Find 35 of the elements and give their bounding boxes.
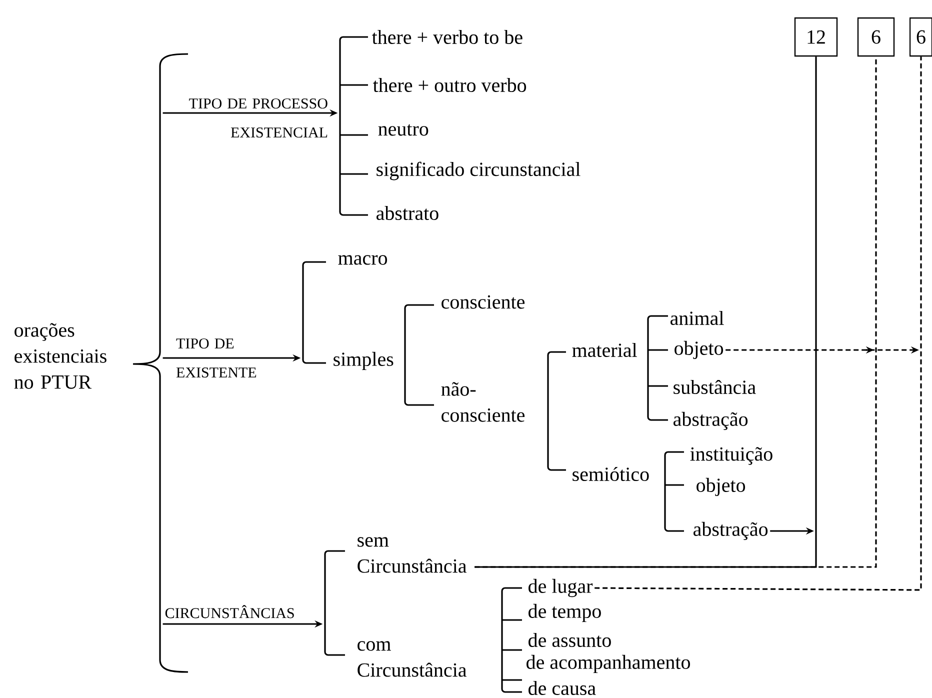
- category-label: objeto: [696, 478, 746, 496]
- bracket: [302, 261, 326, 364]
- category-label: simples: [334, 352, 394, 370]
- category-label: there + verbo to be: [372, 30, 522, 44]
- category-label: instituição: [690, 447, 772, 465]
- bracket: [324, 550, 345, 656]
- category-label: macro: [338, 255, 388, 265]
- category-label: abstração: [694, 522, 768, 540]
- category-label: significado circunstancial: [376, 162, 580, 180]
- category-label: animal: [670, 310, 724, 326]
- category-label: neutro: [378, 124, 428, 136]
- category-label: there + outro verbo: [373, 78, 526, 92]
- category-label: abstração: [674, 412, 748, 430]
- category-label: abstrato: [376, 206, 438, 220]
- root-label: orações existenciais no PTUR: [14, 323, 106, 389]
- category-label: não-consciente: [441, 382, 525, 422]
- category-label: de causa: [528, 680, 596, 696]
- number-box: 6: [909, 17, 932, 57]
- category-label: de assunto: [528, 632, 611, 648]
- category-label: de lugar: [528, 578, 593, 598]
- category-label: material: [572, 342, 637, 358]
- category-label: objeto: [674, 340, 724, 360]
- edge-label: TIPO DE PROCESSO EXISTENCIAL: [189, 98, 328, 138]
- number-box: 12: [794, 17, 838, 57]
- category-label: substância: [674, 380, 756, 394]
- number-box: 6: [857, 17, 895, 57]
- category-label: de acompanhamento: [526, 654, 690, 674]
- category-label: consciente: [442, 295, 525, 309]
- bracket: [339, 36, 369, 216]
- edge-label: TIPO DE EXISTENTE: [176, 338, 256, 378]
- edge-label: CIRCUNSTÂNCIAS: [165, 605, 294, 618]
- category-label: sem Circunstância: [358, 537, 466, 573]
- category-label: de tempo: [528, 604, 601, 622]
- category-label: com Circunstância: [358, 641, 466, 677]
- category-label: semiótico: [572, 466, 649, 482]
